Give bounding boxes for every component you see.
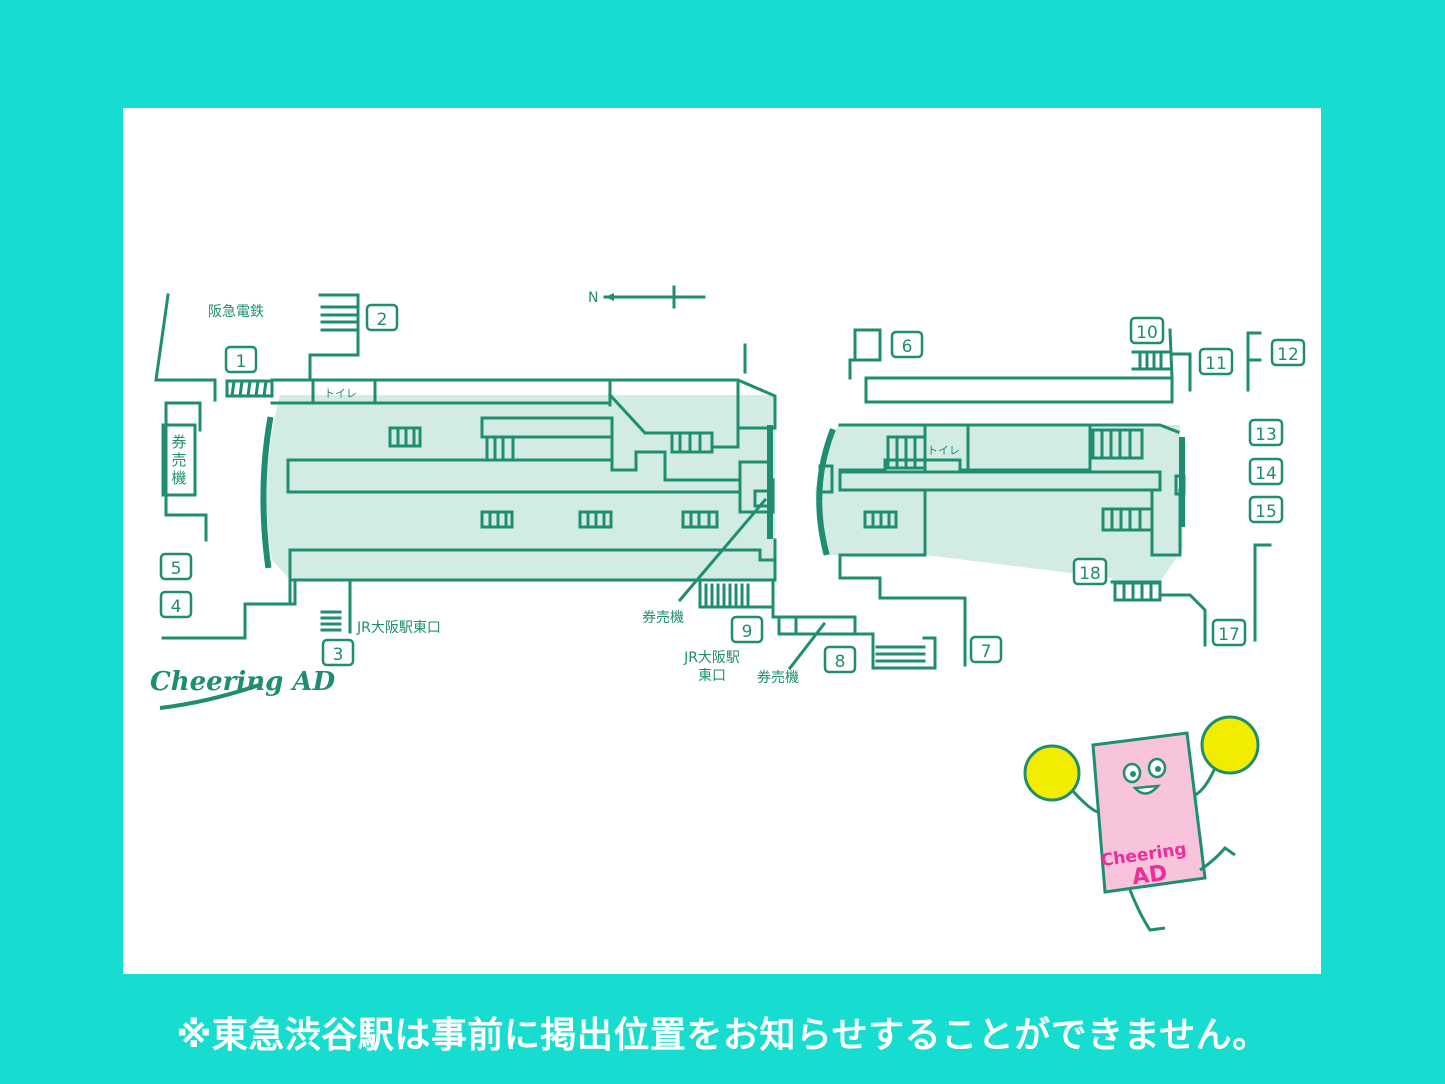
svg-text:1: 1: [236, 352, 247, 372]
svg-text:売: 売: [171, 451, 186, 469]
right-pompom: [1200, 715, 1260, 775]
east-concourse-area: [815, 425, 1183, 582]
svg-text:4: 4: [171, 597, 182, 617]
exit-marker-14: 14: [1248, 457, 1284, 486]
exit-markers: 1 2 3 4 5 6 7 8 9 10 11 12 13 14 15 17 1…: [159, 303, 1306, 674]
station-map-panel: 1 2 3 4 5 6 7 8 9 10 11 12 13 14 15 17 1…: [123, 108, 1321, 974]
svg-text:3: 3: [333, 645, 344, 665]
jr-east-exit-label: JR大阪駅東口: [356, 620, 441, 636]
exit-marker-10: 10: [1129, 316, 1165, 345]
mascot-illustration: Cheering AD: [1023, 715, 1260, 932]
svg-text:17: 17: [1218, 625, 1240, 645]
exit-marker-2: 2: [365, 303, 399, 332]
ticket-machine-label-center: 券売機: [642, 610, 684, 626]
toilet-label-east: トイレ: [927, 444, 960, 457]
svg-text:AD: AD: [1131, 861, 1169, 891]
stairs-2: [320, 305, 358, 332]
mascot-body: [1091, 731, 1207, 894]
ticket-machine-label-vertical: 券 売 機: [171, 433, 186, 487]
ticket-machine-label-lower: 券売機: [757, 670, 799, 686]
svg-text:Cheering AD: Cheering AD: [150, 667, 336, 697]
svg-text:5: 5: [171, 559, 182, 579]
svg-text:14: 14: [1255, 464, 1277, 484]
svg-text:11: 11: [1205, 354, 1227, 374]
exit-marker-6: 6: [890, 330, 924, 359]
svg-text:6: 6: [902, 337, 913, 357]
exit-marker-3: 3: [321, 638, 355, 667]
exit-marker-8: 8: [823, 645, 857, 674]
west-concourse-area: [266, 395, 775, 580]
toilet-label-west: トイレ: [324, 387, 357, 400]
exit-marker-18: 18: [1072, 557, 1108, 586]
left-pompom: [1023, 744, 1081, 802]
svg-text:13: 13: [1255, 425, 1277, 445]
exit-marker-1: 1: [224, 345, 258, 374]
stairs-1: [225, 379, 274, 398]
station-map: 1 2 3 4 5 6 7 8 9 10 11 12 13 14 15 17 1…: [150, 285, 1306, 932]
cheering-ad-logo: Cheering AD: [150, 667, 336, 710]
svg-text:券: 券: [171, 433, 186, 451]
exit-marker-4: 4: [159, 590, 193, 619]
exit-marker-12: 12: [1270, 338, 1306, 367]
svg-text:2: 2: [377, 310, 388, 330]
svg-text:10: 10: [1136, 323, 1158, 343]
exit-marker-9: 9: [730, 615, 764, 644]
svg-text:8: 8: [835, 652, 846, 672]
exit-marker-5: 5: [159, 552, 193, 581]
stairs-3: [320, 610, 342, 632]
svg-text:機: 機: [171, 469, 186, 487]
hankyu-wall: [154, 293, 217, 402]
jr-east-exit-label-line1: JR大阪駅: [683, 650, 740, 666]
exit-marker-13: 13: [1248, 418, 1284, 447]
svg-text:18: 18: [1079, 564, 1101, 584]
exit-marker-17: 17: [1211, 618, 1247, 647]
svg-text:15: 15: [1255, 502, 1277, 522]
svg-text:9: 9: [742, 622, 753, 642]
exit-marker-15: 15: [1248, 495, 1284, 524]
exit-marker-11: 11: [1198, 347, 1234, 376]
hankyu-label: 阪急電鉄: [208, 304, 264, 320]
svg-text:7: 7: [981, 642, 992, 662]
notice-text: ※東急渋谷駅は事前に掲出位置をお知らせすることができません。: [176, 1015, 1269, 1056]
jr-east-exit-label-line2: 東口: [698, 668, 726, 684]
compass-north-label: N: [588, 290, 598, 306]
exit-marker-7: 7: [969, 635, 1003, 664]
svg-text:12: 12: [1277, 345, 1299, 365]
